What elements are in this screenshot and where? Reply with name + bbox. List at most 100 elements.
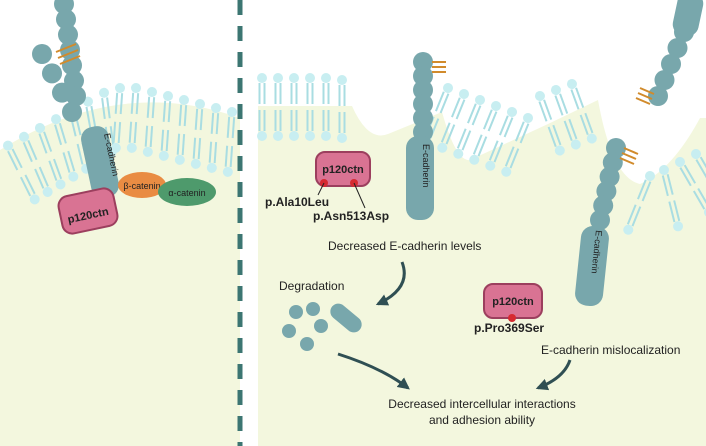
lipid-molecule [210, 103, 221, 135]
lipid-molecule [114, 83, 125, 115]
lipid-molecule [62, 150, 79, 182]
cadherin-domain [52, 82, 72, 103]
cadherin-domain [62, 102, 82, 122]
fragment [330, 303, 362, 333]
mutation-connector [353, 182, 366, 209]
lipid-molecule [469, 134, 488, 165]
lipid-molecule [257, 110, 267, 141]
cadherin-domain [413, 80, 433, 100]
lipid-molecule [637, 171, 655, 202]
lipid-molecule [305, 110, 315, 141]
lipid-molecule [535, 91, 553, 122]
lipid-molecule [483, 101, 501, 132]
lipid-molecule [501, 146, 520, 177]
p120ctn-box-mutant-1 [315, 151, 371, 187]
right-cell-body [258, 100, 706, 446]
arrow-icon [375, 261, 406, 306]
calcium-binding-icon [55, 43, 81, 65]
fragment [300, 337, 314, 351]
outcome-label-line1: Decreased intercellular interactions [388, 397, 575, 411]
lipid-molecule [206, 141, 218, 173]
beta-catenin [118, 172, 166, 198]
lipid-molecule [659, 165, 674, 197]
e-cadherin-transmembrane-right [575, 225, 609, 307]
lipid-molecule [437, 122, 456, 153]
lipid-molecule [48, 158, 66, 190]
e-cadherin-chain-membrane [413, 52, 433, 142]
cadherin-domain [413, 94, 433, 114]
beta-catenin-label: β-catenin [123, 181, 160, 191]
cadherin-domain [590, 210, 610, 230]
lipid-molecule [567, 79, 585, 110]
mutation-dot [508, 314, 516, 322]
alpha-catenin [158, 178, 216, 206]
lipid-molecule [453, 128, 472, 159]
left-cell-body [0, 102, 240, 446]
lipid-molecule [515, 113, 533, 144]
lipid-molecule [19, 131, 38, 163]
lipid-molecule [226, 107, 237, 139]
lipid-molecule [51, 114, 67, 146]
lipid-molecule [668, 200, 684, 232]
fragment [282, 324, 296, 338]
decreased-levels-label: Decreased E-cadherin levels [328, 239, 481, 253]
lipid-molecule [222, 145, 234, 177]
lipid-molecule [158, 129, 170, 161]
outcome-label-line2: and adhesion ability [429, 413, 535, 427]
degradation-label: Degradation [279, 279, 344, 293]
cadherin-domain [413, 52, 433, 72]
cadherin-domain [32, 44, 52, 64]
e-cadherin-chain-top-left [32, 0, 86, 122]
mutation-connector [317, 182, 325, 196]
lipid-molecule [623, 204, 642, 235]
alpha-catenin-label: α-catenin [168, 188, 205, 198]
p120ctn-box-left [57, 187, 119, 235]
flow-arrows [337, 261, 572, 391]
calcium-binding-icon [635, 87, 655, 105]
lipid-molecule [499, 107, 517, 138]
lipid-molecule [485, 140, 504, 171]
lipid-molecule [563, 118, 581, 150]
fragment [289, 305, 303, 319]
mutation-label-asn513asp: p.Asn513Asp [313, 209, 389, 223]
lipid-bilayer-left [2, 83, 237, 205]
lipid-molecule [579, 112, 597, 144]
lipid-molecule [190, 137, 202, 169]
degraded-fragments [282, 302, 362, 351]
lipid-molecule [162, 91, 173, 123]
lipid-molecule [178, 95, 189, 127]
e-cadherin-transmembrane-left [81, 126, 119, 198]
e-cadherin-transmembrane-mid [406, 136, 434, 220]
lipid-molecule [130, 83, 141, 115]
e-cadherin-top-right-stub [672, 0, 704, 37]
lipid-molecule [142, 125, 154, 157]
lipid-molecule [435, 83, 453, 114]
lipid-molecule [321, 110, 331, 141]
lipid-molecule [467, 95, 485, 126]
lipid-molecule [551, 85, 569, 116]
p120ctn-mutant-group-2: p120ctn p.Pro369Ser [474, 283, 544, 335]
calcium-binding-icon [432, 61, 446, 73]
cadherin-domain [413, 66, 433, 86]
lipid-molecule [34, 166, 53, 197]
cadherin-domain [667, 38, 688, 58]
lipid-molecule [35, 123, 53, 154]
cadherin-domain [58, 24, 78, 45]
lipid-molecule [547, 124, 565, 156]
lipid-molecule [337, 112, 347, 143]
lipid-molecule [289, 110, 299, 141]
lipid-bilayer-right [257, 73, 706, 235]
cadherin-domain [654, 70, 675, 90]
lipid-molecule [126, 121, 138, 153]
lipid-molecule [451, 89, 469, 120]
mutation-label-pro369ser: p.Pro369Ser [474, 321, 544, 335]
p120ctn-label-mutant-1: p120ctn [322, 164, 364, 176]
lipid-molecule [337, 75, 347, 106]
e-cadherin-label-mid: E-cadherin [421, 144, 431, 188]
cadherin-domain [56, 9, 76, 30]
fragment [314, 319, 328, 333]
fragment [306, 302, 320, 316]
lipid-molecule [19, 174, 40, 205]
